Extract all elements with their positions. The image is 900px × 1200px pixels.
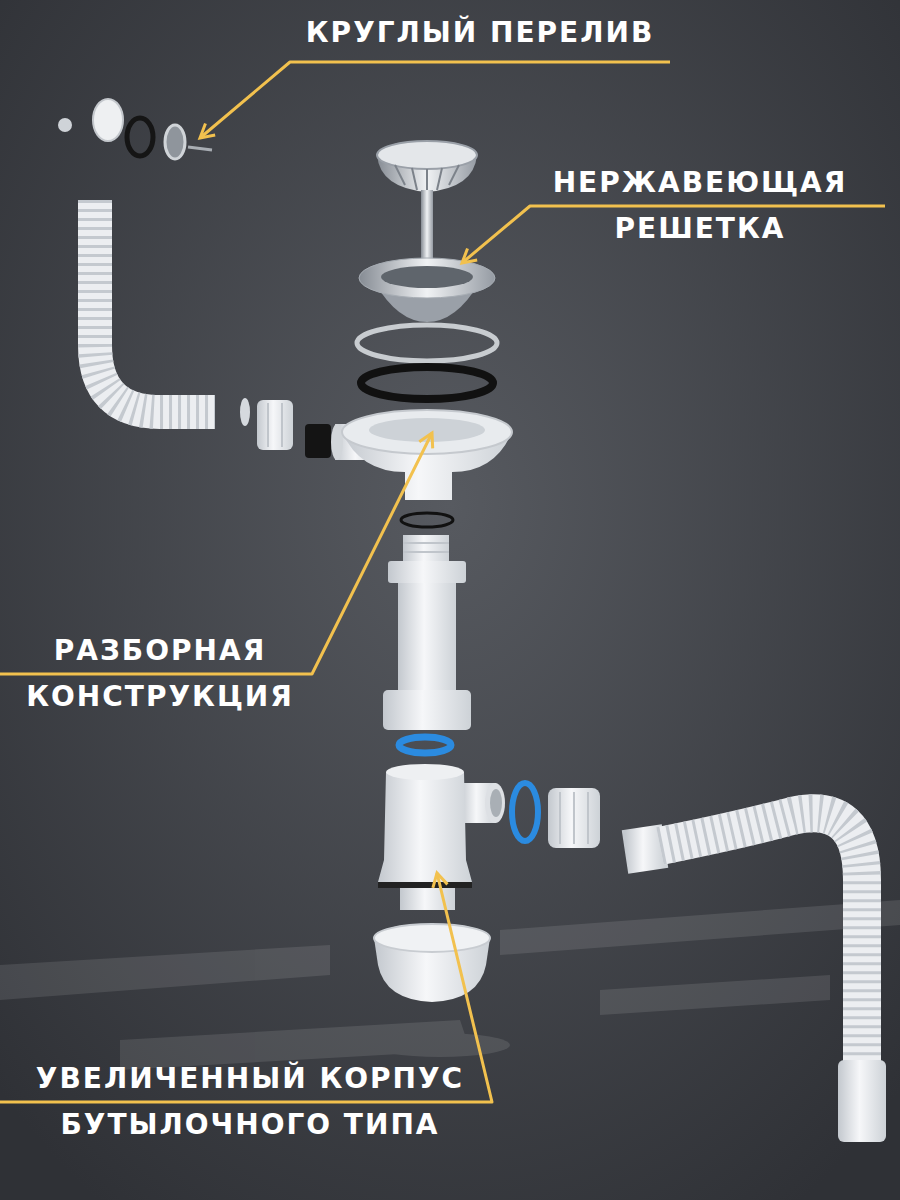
overflow-parts: [165, 125, 185, 159]
outlet-nut: [512, 783, 600, 848]
leader-lines: [0, 62, 885, 1102]
strainer-basket: [377, 141, 477, 169]
callout-label: РАЗБОРНАЯ КОНСТРУКЦИЯ: [15, 628, 305, 720]
bottle-trap: [400, 888, 455, 910]
overflow-parts: [127, 118, 153, 156]
outlet-nut: [587, 792, 589, 844]
floor-shadow: [0, 945, 330, 1000]
drain-hose: [660, 813, 862, 1065]
gaskets: [361, 367, 493, 399]
strainer-flange: [359, 258, 495, 322]
extension-pipe: [403, 542, 449, 544]
drain-hose: [625, 813, 886, 1142]
strainer-basket: [437, 168, 442, 190]
overflow-hose: [95, 200, 250, 426]
gaskets: [357, 325, 497, 399]
strainer-basket: [377, 141, 477, 260]
overflow-nut: [257, 400, 293, 450]
bottle-trap: [378, 882, 472, 888]
callout-label: НЕРЖАВЕЮЩАЯ РЕШЕТКА: [545, 160, 855, 252]
floor-shadow: [600, 975, 830, 1015]
overflow-nut: [305, 424, 331, 458]
drain-hose: [660, 813, 862, 1065]
bottle-trap: [485, 783, 505, 823]
bottle-trap: [378, 772, 472, 882]
outlet-nut: [559, 792, 561, 844]
overflow-hose: [95, 200, 215, 412]
drain-hose: [838, 1060, 886, 1142]
extension-pipe: [403, 551, 449, 553]
strainer-basket: [412, 168, 417, 190]
outlet-nut: [573, 792, 575, 844]
overflow-parts: [58, 118, 72, 132]
extension-pipe: [403, 535, 449, 561]
drain-hose: [625, 846, 665, 852]
strainer-basket: [449, 165, 459, 185]
extension-pipe: [388, 561, 466, 583]
extension-pipe: [383, 535, 471, 753]
overflow-hose: [240, 398, 250, 426]
overflow-nut: [257, 400, 331, 458]
callout-label: УВЕЛИЧЕННЫЙ КОРПУС БУТЫЛОЧНОГО ТИПА: [15, 1056, 485, 1148]
callout-label: КРУГЛЫЙ ПЕРЕЛИВ: [290, 10, 670, 56]
strainer-basket: [426, 169, 428, 191]
overflow-nut: [267, 403, 269, 447]
leader-line: [200, 62, 670, 138]
bottle-trap: [386, 764, 464, 780]
drain-body: [342, 410, 512, 454]
outlet-nut: [512, 783, 538, 841]
extension-pipe: [398, 583, 456, 690]
bottle-trap: [490, 789, 502, 817]
strainer-flange: [381, 266, 473, 288]
drain-body: [331, 410, 512, 527]
drain-body: [331, 424, 343, 460]
overflow-hose: [95, 200, 215, 412]
strainer-basket: [395, 165, 459, 191]
overflow-hose: [205, 398, 245, 426]
gaskets: [357, 325, 497, 361]
trap-bottom-cap: [374, 924, 490, 1002]
outlet-nut: [548, 788, 600, 848]
floor-shadow: [500, 900, 900, 955]
drain-body: [401, 513, 453, 527]
strainer-basket: [395, 165, 405, 185]
trap-bottom-cap: [374, 924, 490, 952]
overflow-parts: [93, 99, 123, 141]
overflow-parts: [188, 147, 212, 150]
overflow-nut: [281, 403, 283, 447]
strainer-flange: [359, 258, 495, 298]
extension-pipe: [399, 737, 451, 753]
strainer-basket: [421, 190, 433, 260]
drain-body: [369, 418, 485, 442]
extension-pipe: [383, 690, 471, 730]
overflow-parts: [58, 99, 212, 205]
floor-shadow: [370, 1033, 510, 1057]
